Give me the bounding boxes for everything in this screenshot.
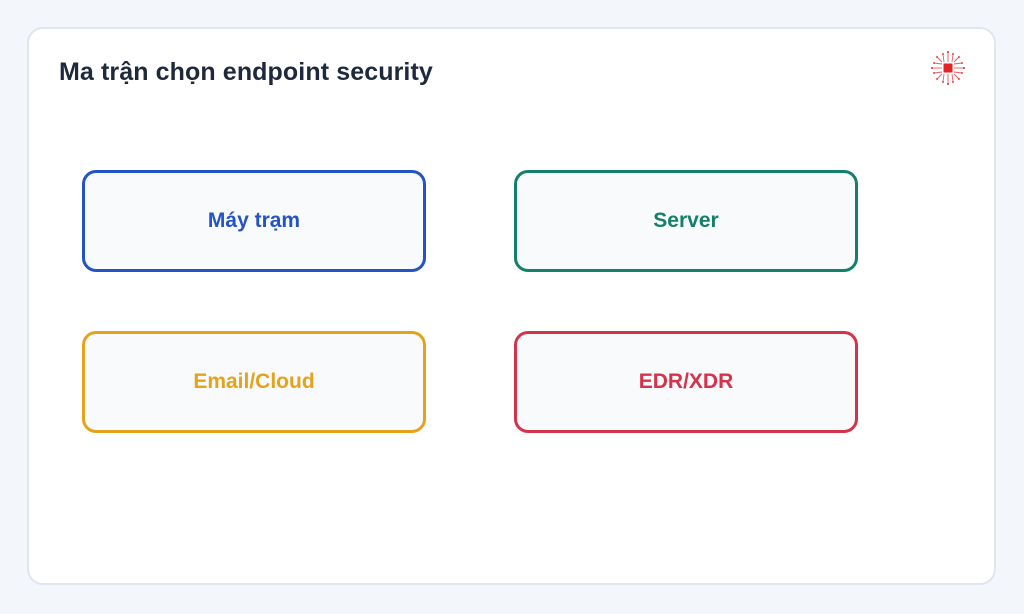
box-email-cloud: Email/Cloud [82,331,426,433]
page-title: Ma trận chọn endpoint security [59,58,433,86]
box-server: Server [514,170,858,272]
box-may-tram: Máy trạm [82,170,426,272]
box-label: Email/Cloud [193,370,315,393]
box-label: EDR/XDR [638,370,734,393]
box-label: Server [653,209,719,232]
box-edr-xdr: EDR/XDR [514,331,858,433]
box-label: Máy trạm [207,209,301,232]
diagram-card: Ma trận chọn endpoint security [27,27,996,585]
circuit-chip-icon [930,50,966,86]
